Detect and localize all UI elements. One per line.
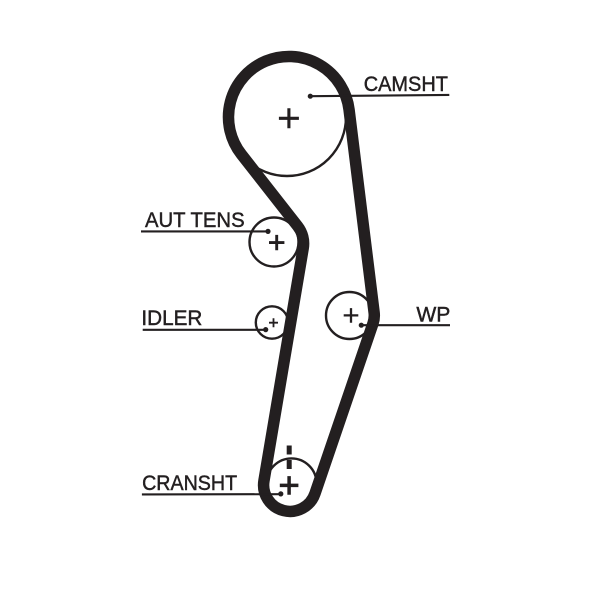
svg-text:CAMSHT: CAMSHT <box>364 71 448 96</box>
svg-text:IDLER: IDLER <box>141 305 202 330</box>
svg-text:WP: WP <box>416 302 450 327</box>
svg-text:AUT TENS: AUT TENS <box>145 207 245 232</box>
svg-text:CRANSHT: CRANSHT <box>142 470 237 495</box>
